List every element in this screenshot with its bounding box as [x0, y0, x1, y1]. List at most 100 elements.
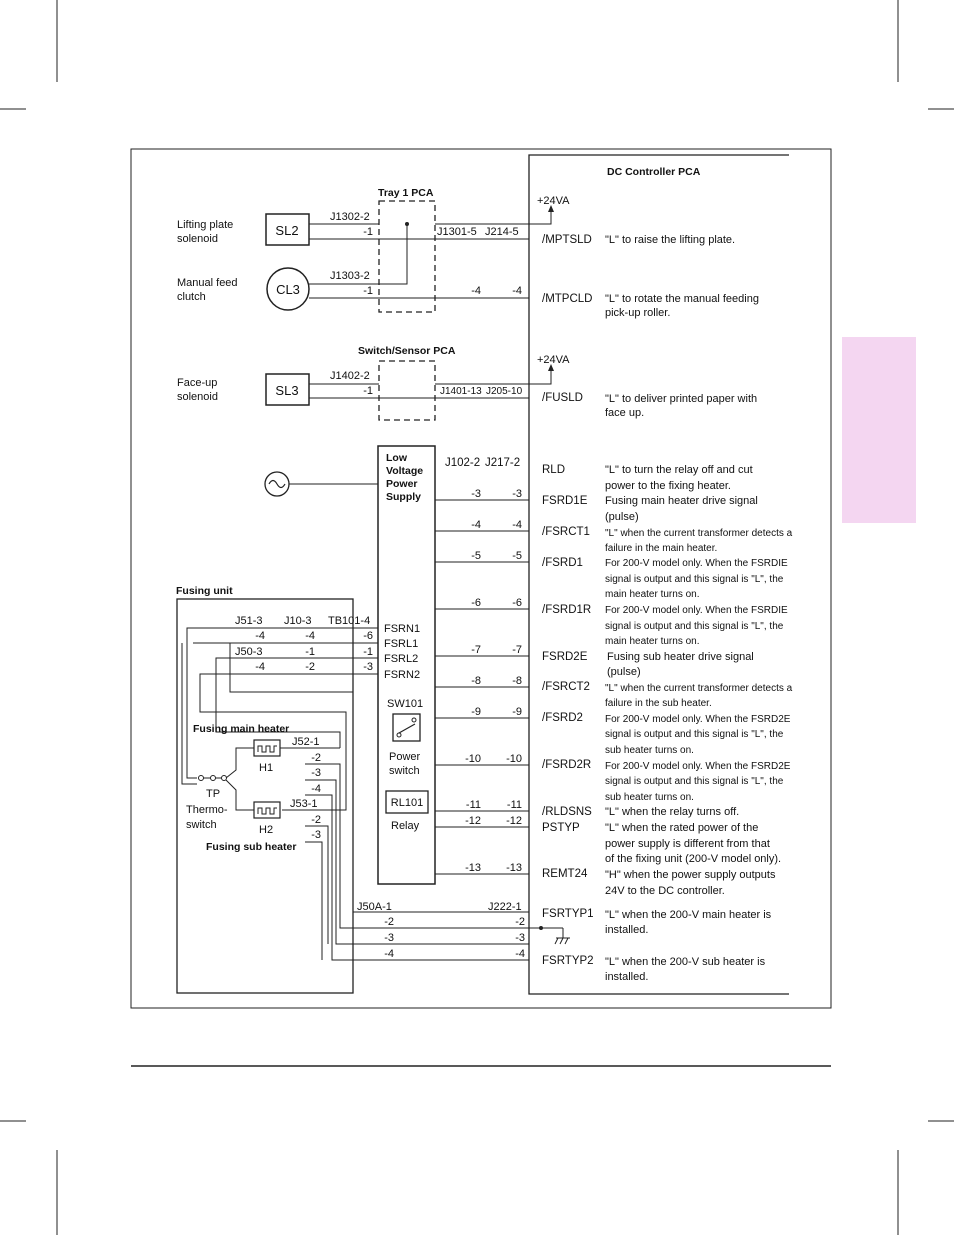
signal-desc: main heater turns on. — [605, 589, 700, 600]
signal-desc: For 200-V model only. When the FSRD2E — [605, 714, 791, 725]
cl3-label-2: clutch — [177, 291, 206, 303]
rl101-label: RL101 — [391, 797, 423, 809]
ground-junction-dot — [539, 926, 543, 930]
pin-b: -11 — [507, 799, 522, 811]
pin-b: -5 — [512, 550, 522, 562]
conn-j1302-2: J1302-2 — [330, 211, 370, 223]
signal-desc: "L" to rotate the manual feeding — [605, 293, 759, 305]
relay-label: Relay — [391, 820, 420, 832]
pin-j50a: -2 — [384, 916, 394, 928]
sl2-id: SL2 — [275, 223, 298, 238]
signal-desc: signal is output and this signal is "L",… — [605, 621, 784, 632]
signal-desc: "H" when the power supply outputs — [605, 869, 776, 881]
low-voltage-power-supply — [377, 445, 436, 885]
tray1-pca-label: Tray 1 PCA — [378, 187, 434, 199]
pin-a: -11 — [466, 799, 481, 811]
signal-name: FSRTYP1 — [542, 908, 594, 920]
conn-j217-2: J217-2 — [485, 457, 520, 469]
signal-name: /FSRCT2 — [542, 681, 590, 693]
heater-element-icon — [257, 807, 277, 815]
heater-element-icon — [257, 745, 277, 753]
signal-desc: power supply is different from that — [605, 838, 770, 850]
signal-desc: signal is output and this signal is "L",… — [605, 574, 784, 585]
pin-a: -8 — [471, 675, 481, 687]
fusing-wires — [181, 627, 378, 811]
signal-desc: failure in the main heater. — [605, 543, 717, 554]
psu-wires — [435, 499, 529, 875]
h2-label: H2 — [259, 824, 273, 836]
pin-c: -3 — [363, 661, 373, 673]
dc-controller-pca: DC Controller PCA — [528, 154, 789, 995]
pin-a: -13 — [465, 862, 481, 874]
signal-desc: For 200-V model only. When the FSRDIE — [605, 605, 788, 616]
conn-j222-1: J222-1 — [488, 901, 522, 913]
signal-name: /FSRD2R — [542, 759, 591, 771]
signal-desc: 24V to the DC controller. — [605, 885, 725, 897]
pin-a: -10 — [465, 753, 481, 765]
pin-j50a: -3 — [384, 932, 394, 944]
psu-fsrn1: FSRN1 — [384, 623, 420, 635]
conn-j1302-m1: -1 — [363, 226, 373, 238]
psu-fsrl1: FSRL1 — [384, 638, 418, 650]
sw101-label: SW101 — [387, 698, 423, 710]
pin-c: -6 — [363, 630, 373, 642]
tray1-pca-box — [378, 200, 436, 313]
tp-label: TP — [206, 788, 220, 800]
signal-name: FSRD2E — [542, 651, 588, 663]
signal-desc: installed. — [605, 924, 648, 936]
signal-desc: installed. — [605, 971, 648, 983]
conn-j1301-m4: -4 — [471, 285, 481, 297]
pin-b: -9 — [512, 706, 522, 718]
ac-wave-icon — [268, 479, 286, 489]
signal-desc: "L" when the 200-V sub heater is — [605, 956, 766, 968]
power-switch-label-1: Power — [389, 751, 421, 763]
h1-label: H1 — [259, 762, 273, 774]
psu-fsrl2: FSRL2 — [384, 653, 418, 665]
pin-b: -6 — [512, 597, 522, 609]
signal-name: /MTPCLD — [542, 293, 592, 305]
pin-b: -8 — [512, 675, 522, 687]
sl2-label-1: Lifting plate — [177, 219, 233, 231]
signal-desc: sub heater turns on. — [605, 792, 694, 803]
pin-a: -1 — [305, 646, 315, 658]
sl3-id: SL3 — [275, 383, 298, 398]
conn-j214-5: J214-5 — [485, 226, 519, 238]
conn-tb101-4: TB101-4 — [328, 615, 370, 627]
supply-label-1: +24VA — [537, 195, 570, 207]
signal-desc: face up. — [605, 407, 644, 419]
cl3-id: CL3 — [276, 282, 300, 297]
pin-b: -7 — [512, 644, 522, 656]
pin-a: -4 — [255, 630, 265, 642]
sl2-label-2: solenoid — [177, 233, 218, 245]
thermo-label-2: switch — [186, 819, 217, 831]
conn-j50a-1: J50A-1 — [357, 901, 392, 913]
supply-label-2: +24VA — [537, 354, 570, 366]
sl3-solenoid — [265, 373, 310, 406]
pin-a: -9 — [471, 706, 481, 718]
cl3-label-1: Manual feed — [177, 277, 238, 289]
conn-j52-1: J52-1 — [292, 736, 320, 748]
dc-controller-title: DC Controller PCA — [607, 166, 701, 178]
conn-j1402-2: J1402-2 — [330, 370, 370, 382]
signal-desc: Fusing main heater drive signal — [605, 495, 758, 507]
pin-b: -1 — [363, 646, 373, 658]
conn-j205-10: J205-10 — [486, 386, 523, 397]
signal-desc: of the fixing unit (200-V model only). — [605, 853, 781, 865]
conn-j102-2: J102-2 — [445, 457, 480, 469]
switch-sensor-pca-box — [378, 360, 436, 421]
pin-j53: -3 — [311, 829, 321, 841]
pin-j52: -2 — [311, 752, 321, 764]
diagram-frame — [130, 148, 832, 1009]
pin-j222: -4 — [515, 948, 525, 960]
thermoswitch-icon — [198, 747, 254, 811]
pin-b: -3 — [512, 488, 522, 500]
signal-name: /RLDSNS — [542, 806, 592, 818]
signal-desc: signal is output and this signal is "L",… — [605, 729, 784, 740]
signal-name: /FUSLD — [542, 392, 583, 404]
signal-name: FSRTYP2 — [542, 955, 594, 967]
pin-j52: -3 — [311, 767, 321, 779]
signal-name: FSRD1E — [542, 495, 588, 507]
conn-j1401-13: J1401-13 — [440, 386, 482, 397]
cl3-clutch — [266, 267, 310, 311]
